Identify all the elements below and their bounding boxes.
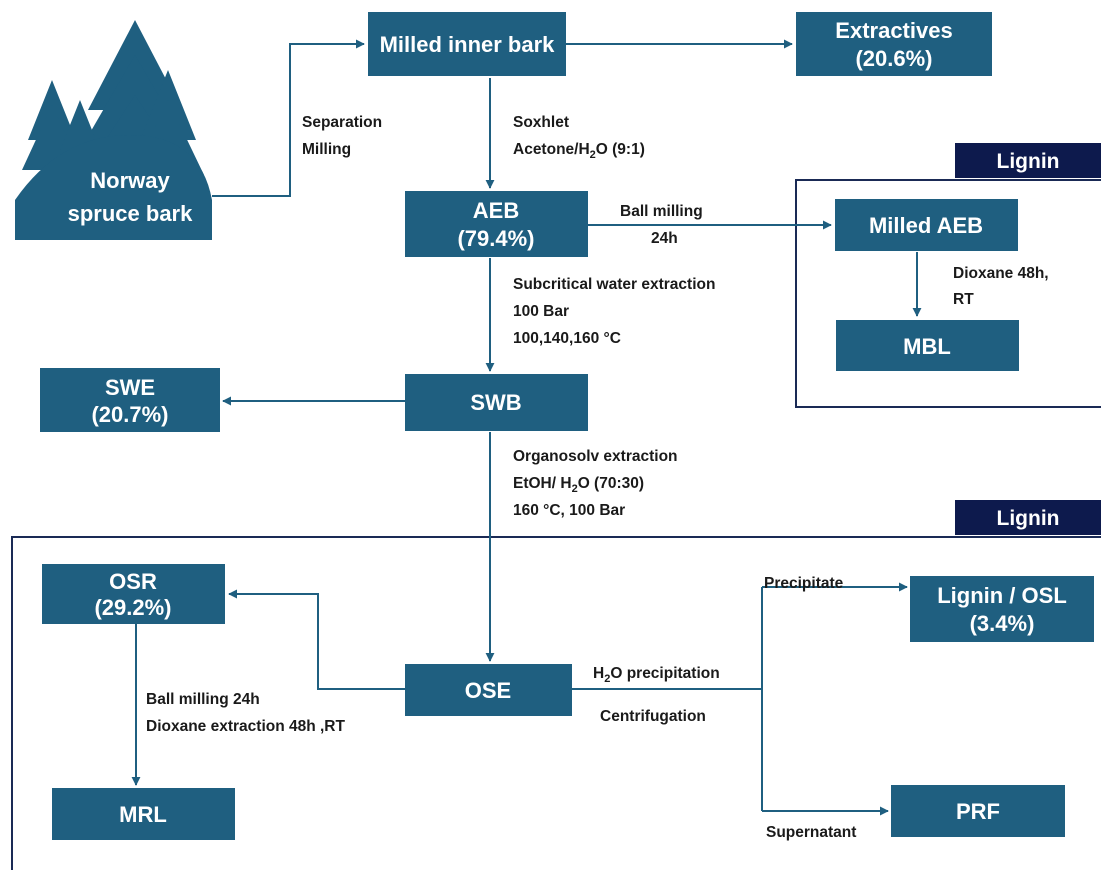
node-aeb: AEB (79.4%) — [405, 191, 588, 257]
swe-line2: (20.7%) — [91, 402, 168, 427]
label-ball-milling: Ball milling — [620, 203, 703, 220]
node-ose: OSE — [405, 664, 572, 716]
etoh-sub: 2 — [572, 483, 578, 495]
extractives-line2: (20.6%) — [855, 46, 932, 71]
label-rt: RT — [953, 291, 974, 308]
label-separation: Separation — [302, 114, 382, 131]
label-h2o-precipitation: H2O precipitation — [593, 665, 720, 685]
swe-line1: SWE — [105, 375, 155, 400]
h2o-a: H — [593, 665, 604, 682]
label-etoh: EtOH/ H2O (70:30) — [513, 475, 644, 495]
osr-line2: (29.2%) — [94, 595, 171, 620]
node-norway-spruce-bark: Norway spruce bark — [68, 168, 193, 226]
label-soxhlet: Soxhlet — [513, 114, 569, 131]
node-milled-inner-bark: Milled inner bark — [368, 12, 566, 76]
milled-inner-bark-label: Milled inner bark — [380, 32, 556, 57]
aeb-line2: (79.4%) — [457, 226, 534, 251]
osr-line1: OSR — [109, 569, 157, 594]
extractives-line1: Extractives — [835, 18, 952, 43]
lignin-group-frame-top — [795, 179, 1101, 408]
norway-line1: Norway — [90, 168, 170, 193]
node-mrl: MRL — [52, 788, 235, 840]
node-osr: OSR (29.2%) — [42, 564, 225, 624]
acetone-sub: 2 — [590, 149, 596, 161]
lignin-tag-top-label: Lignin — [997, 150, 1060, 173]
osl-line2: (3.4%) — [970, 611, 1035, 636]
label-supernatant: Supernatant — [766, 824, 856, 841]
lignin-tag-top — [955, 143, 1101, 178]
h2o-sub: 2 — [604, 673, 610, 685]
mbl-label: MBL — [903, 334, 951, 359]
osl-line1: Lignin / OSL — [937, 583, 1067, 608]
node-prf: PRF — [891, 785, 1065, 837]
label-dioxane-48h: Dioxane 48h, — [953, 265, 1049, 282]
lignin-group-frame-bottom — [11, 536, 1101, 870]
node-mbl: MBL — [836, 320, 1019, 371]
label-temps: 100,140,160 °C — [513, 330, 621, 347]
swb-label: SWB — [470, 390, 521, 415]
node-swe: SWE (20.7%) — [40, 368, 220, 432]
lignin-tag-bottom-label: Lignin — [997, 507, 1060, 530]
label-acetone: Acetone/H2O (9:1) — [513, 141, 645, 161]
label-milling: Milling — [302, 141, 351, 158]
etoh-b: O (70:30) — [578, 475, 644, 492]
etoh-a: EtOH/ H — [513, 475, 572, 492]
node-extractives: Extractives (20.6%) — [796, 12, 992, 76]
mrl-label: MRL — [119, 802, 167, 827]
node-swb: SWB — [405, 374, 588, 431]
node-milled-aeb: Milled AEB — [835, 199, 1018, 251]
acetone-a: Acetone/H — [513, 141, 590, 158]
label-organosolv: Organosolv extraction — [513, 448, 678, 465]
prf-label: PRF — [956, 799, 1000, 824]
label-ball-24h: 24h — [651, 230, 678, 247]
label-subcritical: Subcritical water extraction — [513, 276, 715, 293]
label-160c: 160 °C, 100 Bar — [513, 502, 625, 519]
ose-label: OSE — [465, 678, 511, 703]
h2o-b: O precipitation — [610, 665, 719, 682]
label-centrifugation: Centrifugation — [600, 708, 706, 725]
acetone-b: O (9:1) — [596, 141, 645, 158]
label-precipitate: Precipitate — [764, 575, 844, 592]
aeb-line1: AEB — [473, 198, 519, 223]
label-dioxane-extraction: Dioxane extraction 48h ,RT — [146, 718, 346, 735]
label-ball-milling-24h: Ball milling 24h — [146, 691, 260, 708]
connectors — [131, 39, 922, 816]
node-lignin-osl: Lignin / OSL (3.4%) — [910, 576, 1094, 642]
lignin-tag-bottom — [955, 500, 1101, 535]
forest-icon — [15, 20, 212, 240]
norway-line2: spruce bark — [68, 201, 193, 226]
label-100bar: 100 Bar — [513, 303, 569, 320]
milled-aeb-label: Milled AEB — [869, 213, 983, 238]
